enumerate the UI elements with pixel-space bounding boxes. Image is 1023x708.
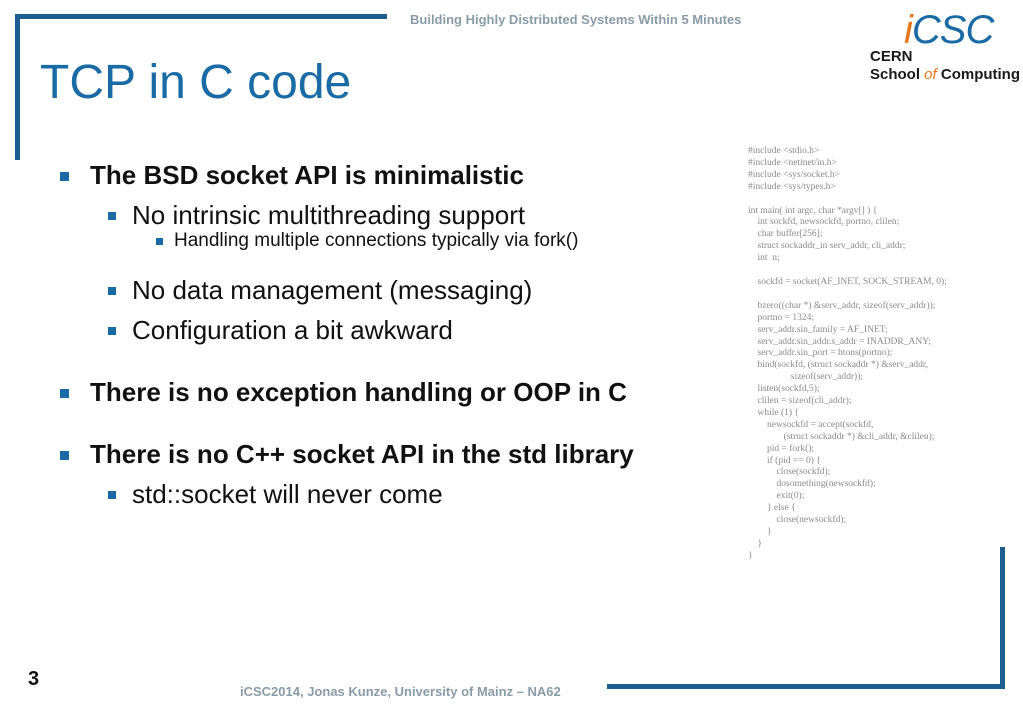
bullet-square-icon	[108, 287, 116, 295]
bullet-square-icon	[60, 389, 69, 398]
bullet-level1: There is no exception handling or OOP in…	[58, 377, 738, 408]
bullet-text: Handling multiple connections typically …	[174, 230, 579, 251]
bullet-text: The BSD socket API is minimalistic	[90, 160, 524, 190]
frame-left-bar	[15, 14, 20, 160]
logo-of: of	[924, 66, 937, 83]
logo-i: i	[904, 8, 913, 52]
bullet-list: The BSD socket API is minimalistic No in…	[58, 160, 738, 510]
page-number: 3	[28, 668, 40, 690]
bullet-text: No intrinsic multithreading support	[132, 200, 526, 230]
slide-title: TCP in C code	[40, 56, 352, 109]
footer-text: iCSC2014, Jonas Kunze, University of Mai…	[240, 684, 561, 699]
bullet-square-icon	[108, 491, 116, 499]
bullet-text: No data management (messaging)	[132, 275, 533, 305]
bullet-square-icon	[60, 451, 69, 460]
logo-cern: CERN	[870, 48, 913, 65]
logo-computing: Computing	[936, 66, 1021, 83]
bullet-text: Configuration a bit awkward	[132, 315, 453, 345]
bullet-level1: The BSD socket API is minimalistic	[58, 160, 738, 191]
frame-top-bar	[15, 14, 387, 19]
bullet-square-icon	[108, 327, 116, 335]
bullet-level2: std::socket will never come	[58, 479, 738, 510]
icsc-logo: iCSC CERN School of Computing	[868, 8, 1020, 88]
bullet-level3: Handling multiple connections typically …	[58, 230, 738, 252]
bullet-text: There is no C++ socket API in the std li…	[90, 439, 634, 469]
bullet-square-icon	[156, 238, 163, 245]
bullet-level1: There is no C++ socket API in the std li…	[58, 439, 738, 470]
bullet-square-icon	[108, 212, 116, 220]
logo-school: School	[870, 66, 925, 83]
code-listing: #include <stdio.h> #include <netinet/in.…	[748, 146, 947, 561]
frame-bottom-bar	[607, 684, 1005, 689]
logo-school-line: School of Computing	[870, 66, 1020, 83]
bullet-level2: No data management (messaging)	[58, 275, 738, 306]
logo-csc: CSC	[911, 8, 994, 52]
bullet-text: std::socket will never come	[132, 479, 443, 509]
bullet-level2: No intrinsic multithreading support	[58, 200, 738, 231]
bullet-text: There is no exception handling or OOP in…	[90, 377, 627, 407]
frame-right-bar	[1000, 547, 1005, 689]
bullet-level2: Configuration a bit awkward	[58, 315, 738, 346]
bullet-square-icon	[60, 172, 69, 181]
logo-main: iCSC	[904, 8, 994, 53]
header-text: Building Highly Distributed Systems With…	[410, 12, 742, 27]
